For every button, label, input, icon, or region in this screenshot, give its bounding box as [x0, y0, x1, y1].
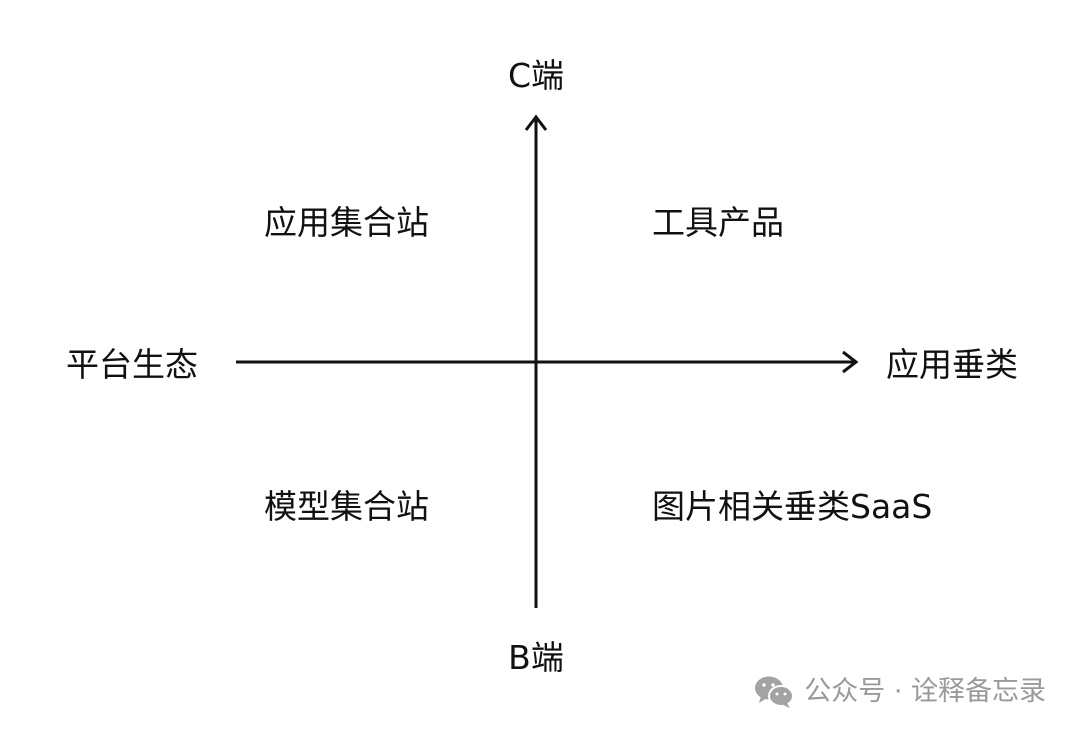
quadrant-bottom-left: 模型集合站 [264, 487, 429, 526]
wechat-icon [755, 676, 795, 708]
watermark: 公众号 · 诠释备忘录 [754, 674, 1046, 710]
quadrant-bottom-right: 图片相关垂类SaaS [652, 487, 933, 526]
quadrant-top-left: 应用集合站 [264, 203, 429, 242]
quadrant-top-right: 工具产品 [652, 203, 784, 242]
axis-label-left: 平台生态 [66, 345, 198, 384]
horizontal-arrowhead [842, 350, 859, 374]
axis-label-bottom: B端 [508, 638, 564, 677]
axis-label-right: 应用垂类 [886, 345, 1018, 384]
vertical-arrowhead [524, 114, 548, 131]
axis-label-top: C端 [507, 56, 565, 95]
watermark-text: 公众号 · 诠释备忘录 [804, 676, 1046, 707]
